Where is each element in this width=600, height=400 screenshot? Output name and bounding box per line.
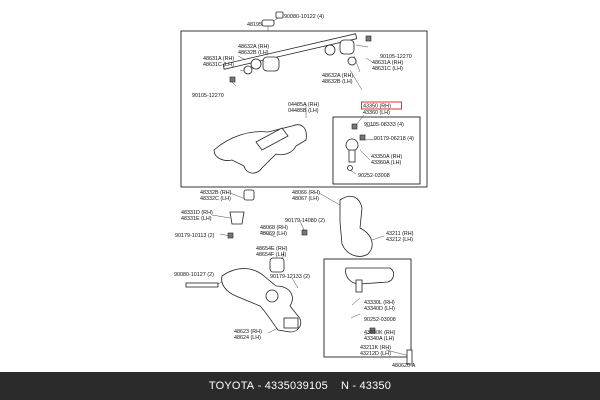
lower-parts <box>185 189 413 365</box>
label-l15: 43350 (RH) <box>363 104 391 110</box>
bumper-48332b <box>243 189 255 201</box>
ball-joint-lower <box>345 267 394 285</box>
label-l14: 04485B (LH) <box>288 108 319 114</box>
bolt-90080-10127 <box>185 282 219 288</box>
footer-separator: - <box>254 380 265 392</box>
cam-48195 <box>261 19 275 27</box>
bushing-48654e <box>269 257 285 273</box>
label-l16: 43360 (LH) <box>363 110 390 116</box>
label-l25: 48067 (LH) <box>292 196 319 202</box>
label-l07: 48631C (LH) <box>203 62 234 68</box>
upper-ball-joint-parts <box>345 123 366 171</box>
label-l28: 90179-14080 (2) <box>285 218 325 224</box>
ball-joint-lower-stud <box>355 279 363 293</box>
steering-knuckle <box>339 195 373 257</box>
label-l13: 04485A (RH) <box>288 102 319 108</box>
nut-90179-06218 <box>359 134 366 141</box>
footer-brand: TOYOTA <box>208 380 255 392</box>
label-l41: 48623 (RH) <box>234 329 262 335</box>
label-l02: 48195 <box>247 22 262 28</box>
ball-joint-upper <box>345 138 359 152</box>
label-l18: 90179-06218 (4) <box>374 136 414 142</box>
label-l39: 43340D (LH) <box>364 306 395 312</box>
label-l27: 48331E (LH) <box>181 216 212 222</box>
upper-arm-group-box <box>180 30 428 188</box>
footer-separator-2: N - <box>327 380 360 392</box>
pin-90252-03008 <box>347 165 353 171</box>
ring-right <box>324 44 336 56</box>
label-l38: 43330L (RH) <box>364 300 395 306</box>
label-l06: 48631A (RH) <box>203 56 234 62</box>
bolt-90080-10122 <box>275 11 284 19</box>
lower-arm-bushing <box>265 289 279 303</box>
label-l01: 90080-10122 (4) <box>284 14 324 20</box>
label-l03: 48632A (RH) <box>238 44 269 50</box>
label-l33: 43212 (LH) <box>386 237 413 243</box>
nut-90179-14080 <box>301 229 308 236</box>
label-l42: 48624 (LH) <box>234 335 261 341</box>
label-l44: 43340A (LH) <box>364 336 394 342</box>
label-l04: 48632B (LH) <box>238 50 269 56</box>
ring-left <box>250 58 262 70</box>
label-l30: 48069 (LH) <box>260 231 287 237</box>
upper-control-arm <box>213 124 307 174</box>
label-l26: 48331D (RH) <box>181 210 213 216</box>
label-l29: 48068 (RH) <box>260 225 288 231</box>
bushing-left <box>262 56 280 72</box>
part-labels: 90080-10122 (4) 48195 48632A (RH) 48632B… <box>174 14 416 369</box>
bolt-43211k <box>406 349 413 365</box>
label-l11: 48631C (LH) <box>372 66 403 72</box>
label-l24: 48066 (RH) <box>292 190 320 196</box>
upper-arm-link <box>255 127 289 151</box>
washer-right <box>347 56 357 66</box>
ball-joint-lower-box <box>323 258 412 358</box>
label-l23: 48332C (LH) <box>200 196 231 202</box>
lower-control-arm <box>221 268 302 333</box>
lower-arm-strut <box>283 317 299 329</box>
footer-ref-number: 43350 <box>359 380 392 392</box>
highlight-box <box>361 101 402 110</box>
nut-left <box>229 76 236 83</box>
label-l36: 90080-10127 (2) <box>174 272 214 278</box>
nut-right <box>365 35 372 42</box>
label-l32: 43211 (RH) <box>386 231 414 237</box>
label-l31: 90179-10113 (2) <box>175 233 215 239</box>
label-l43: 43330K (RH) <box>364 330 396 336</box>
upper-arm-parts <box>213 11 372 174</box>
label-l20: 43360A (LH) <box>371 160 401 166</box>
nut-90179-10113 <box>227 232 234 239</box>
label-l17: 90105-08333 (4) <box>364 122 404 128</box>
label-l37: 90179-12133 (2) <box>270 274 310 280</box>
nut-43330k <box>369 327 376 334</box>
label-l40: 90252-03008 <box>364 317 396 323</box>
bolt-90105-08333 <box>351 123 358 130</box>
label-l05: 90105-12270 <box>380 54 412 60</box>
label-l22: 48332B (RH) <box>200 190 232 196</box>
ball-joint-upper-box <box>332 116 421 185</box>
footer-bar: TOYOTA - 4335039105 N - 43350 <box>0 372 600 400</box>
label-l21: 90252-03008 <box>358 173 390 179</box>
label-l45: 43211K (RH) <box>360 345 391 351</box>
footer-part-number: 4335039105 <box>264 380 328 392</box>
label-l08: 48632A (RH) <box>322 73 353 79</box>
label-l46: 43212D (LH) <box>360 351 391 357</box>
label-l47: 480620-A <box>392 363 416 369</box>
ball-joint-upper-stem <box>348 149 356 163</box>
bumper-48331d <box>229 211 245 225</box>
bushing-right <box>339 39 355 55</box>
label-l35: 48654F (LH) <box>256 252 286 258</box>
label-l09: 48632B (LH) <box>322 79 353 85</box>
label-l34: 48654E (RH) <box>256 246 288 252</box>
label-l19: 43350A (RH) <box>371 154 402 160</box>
label-l10: 48631A (RH) <box>372 60 403 66</box>
label-l12: 90105-12270 <box>192 93 224 99</box>
washer-left <box>243 65 253 75</box>
